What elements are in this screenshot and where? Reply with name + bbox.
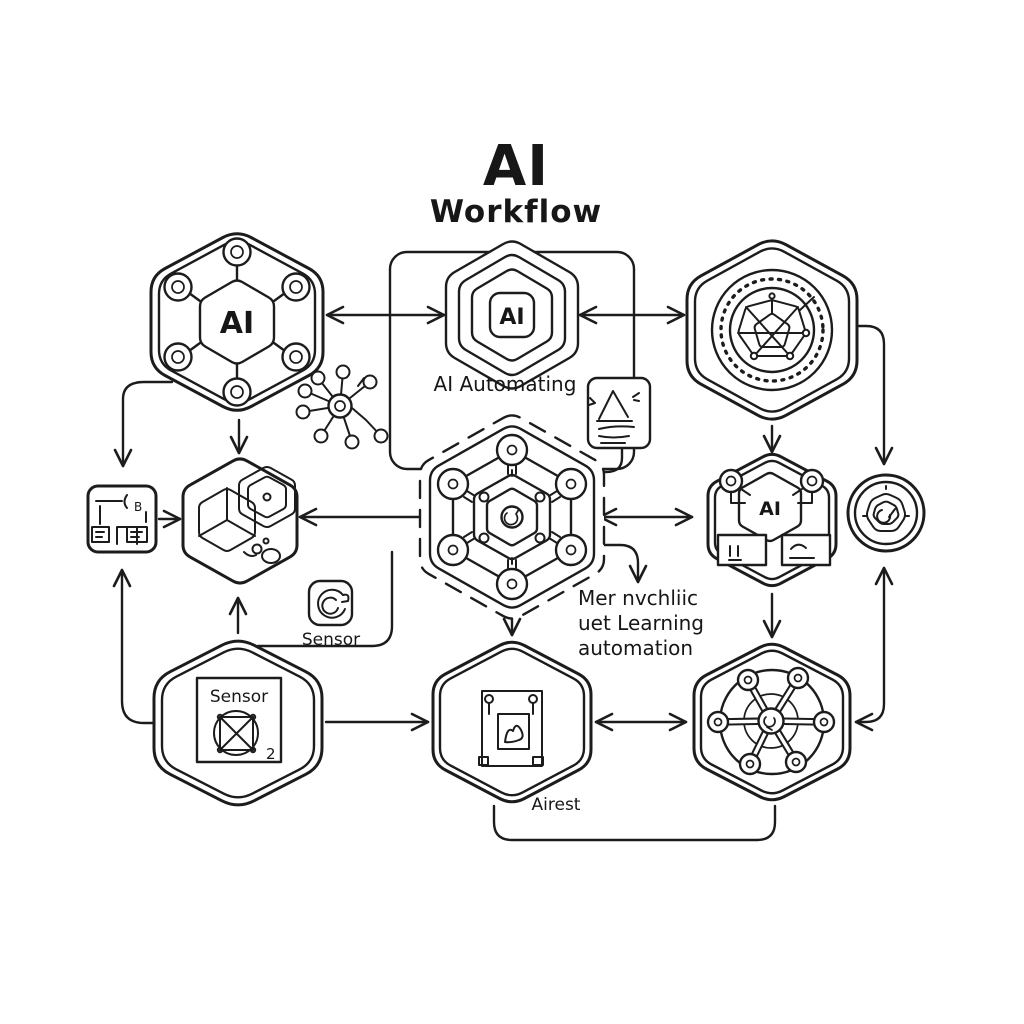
diagram-title: AI: [483, 134, 549, 199]
globe-dotted-ring: [719, 277, 825, 383]
network-molecule-icon: [295, 364, 389, 450]
gauge-inner: [853, 480, 919, 546]
hexagon-inner: [470, 268, 554, 362]
cube-hexagon-icon: [198, 487, 256, 552]
hub-nodes: [706, 666, 836, 776]
arrow-topleft-to-circuit: [113, 380, 174, 468]
link-doc-to-core: [588, 446, 624, 474]
ai-label: AI: [759, 498, 781, 520]
arrow-core-to-caption: [598, 543, 648, 584]
gauge-icon: [862, 485, 910, 532]
hexagon-inner: [693, 247, 851, 413]
molecule-atoms: [163, 237, 311, 407]
node-sensor-unit: Sensor 2: [152, 639, 324, 807]
gear-hexagon-icon: [238, 465, 296, 529]
sensor-lens-icon: [213, 710, 259, 756]
sensor-panel: [195, 676, 283, 764]
ai-label: AI: [220, 306, 254, 341]
arrow-hub-gauge: [854, 566, 894, 732]
chip-port-right: [780, 533, 832, 567]
caption-sensor-icon: Sensor: [302, 630, 360, 650]
corner-nodes: [478, 469, 546, 565]
vertex-nodes: [436, 433, 588, 601]
node-neural-globe: [685, 239, 859, 421]
caption-alert: Airest: [532, 795, 581, 815]
node-ai-molecule: AI: [149, 232, 325, 412]
molecule-bonds: [187, 264, 287, 380]
caption-ai-automating: AI Automating: [434, 372, 577, 396]
hexagon-inner: [438, 647, 586, 797]
arrow-globe-to-gauge: [857, 324, 894, 466]
chip-node-right: [799, 468, 825, 494]
web-icon: [737, 292, 815, 361]
node-core: [418, 414, 606, 620]
node-ai-automating: AI: [444, 240, 580, 390]
node-modules: [181, 457, 299, 585]
hexagon-inner: [160, 647, 316, 799]
circuit-glyph: B: [134, 500, 142, 514]
node-alert-unit: [431, 640, 593, 804]
gauge-outer: [846, 473, 926, 553]
circuit-traces-icon: [91, 494, 148, 545]
link-alert-hub-bottom: [492, 804, 777, 842]
caption-core-line2: uet Learning: [578, 611, 704, 635]
node-circuit-module: B: [86, 484, 158, 554]
sensor-refresh-icon: [307, 579, 354, 627]
port-marks: [728, 543, 815, 561]
circuit-box: [86, 484, 158, 554]
caption-core-line1: Mer nvchliic: [578, 586, 698, 610]
chip-port-left: [716, 533, 768, 567]
ai-label: AI: [499, 305, 524, 330]
chart-doc-icon: [586, 376, 652, 450]
core-glyph: [503, 509, 520, 526]
sensor-badge: 2: [266, 745, 276, 763]
arrow-sensor-to-circuit: [112, 568, 160, 725]
globe-outer-ring: [710, 268, 834, 392]
globe-inner-ring: [728, 286, 816, 374]
hexagon-small: [485, 487, 539, 547]
link-sensor-to-core: [256, 550, 394, 648]
ai-chip-icon: [488, 291, 536, 339]
node-ticks: [463, 465, 561, 569]
blob-icons: [243, 537, 281, 564]
center-hexagon: [737, 471, 803, 543]
chip-node-left: [718, 468, 744, 494]
node-gauge: [846, 473, 926, 553]
hexagon: [181, 457, 299, 585]
center-hexagon: [198, 279, 276, 365]
caption-core-line3: automation: [578, 636, 693, 660]
sensor-label: Sensor: [210, 687, 268, 707]
node-ai-chip: AI: [706, 452, 838, 588]
node-hub: [692, 642, 852, 802]
diagram-subtitle: Workflow: [430, 194, 602, 230]
framed-bell-icon: [478, 690, 544, 767]
hexagon-mid: [472, 473, 552, 561]
